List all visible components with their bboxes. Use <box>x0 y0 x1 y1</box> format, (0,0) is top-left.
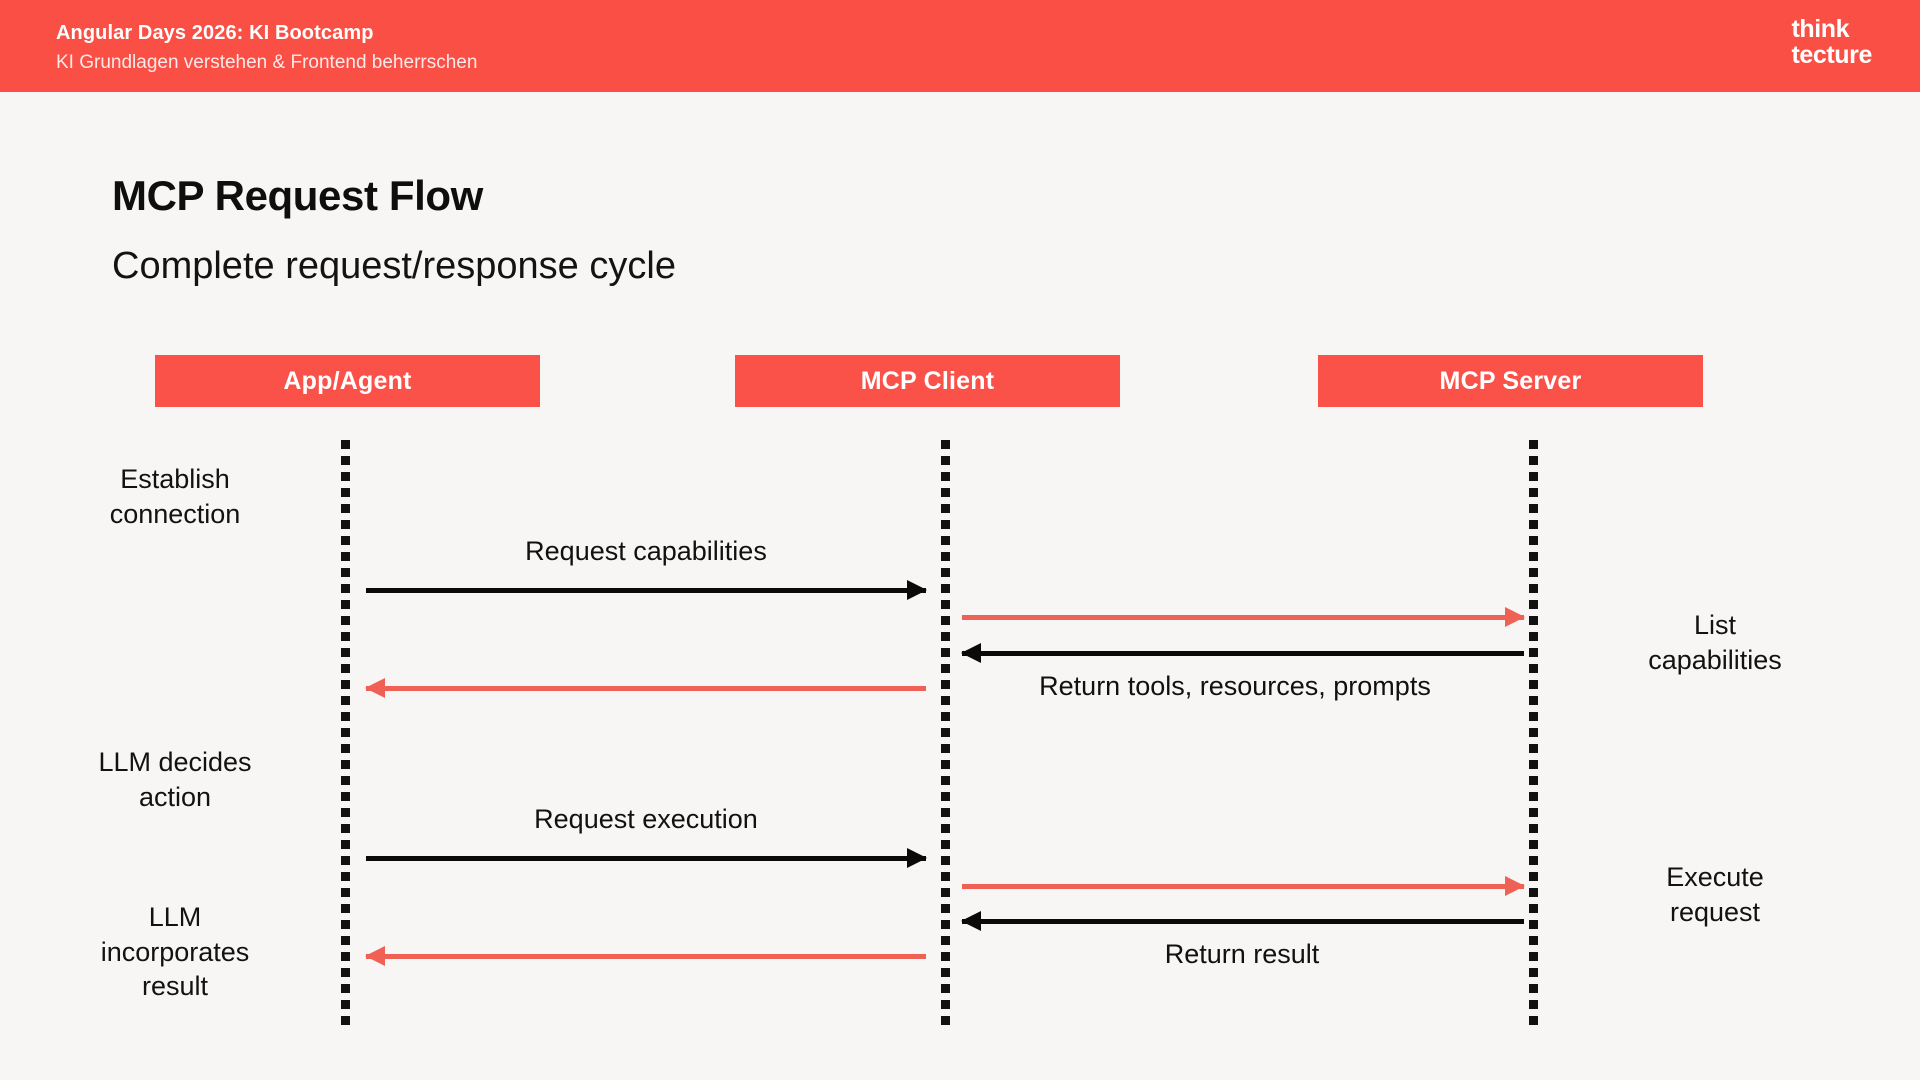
arrow-head-icon <box>961 643 981 663</box>
arrow-shaft <box>366 954 926 959</box>
logo-line-think: think <box>1791 15 1850 43</box>
note-line: action <box>138 781 212 812</box>
header-subtitle: KI Grundlagen verstehen & Frontend beher… <box>56 52 478 73</box>
arrow-head-icon <box>961 911 981 931</box>
arrow-shaft <box>366 686 926 691</box>
note-llm-decides-action: LLM decides action <box>30 745 320 814</box>
note-line: List <box>1693 610 1737 640</box>
logo-line-tecture: tecture <box>1791 40 1872 69</box>
arrow-head-icon <box>365 946 385 966</box>
note-llm-incorporates-result: LLM incorporates result <box>30 900 320 1004</box>
arrow-head-icon <box>907 848 927 868</box>
participant-box-mcp-server: MCP Server <box>1318 355 1703 407</box>
note-line: Execute <box>1666 862 1764 892</box>
arrow-head-icon <box>907 580 927 600</box>
participant-label-app-agent: App/Agent <box>283 366 412 395</box>
header-title: Angular Days 2026: KI Bootcamp <box>56 22 374 44</box>
lifeline-mcp-server <box>1529 440 1538 1028</box>
message-arrow-return-result-to-app <box>365 946 926 966</box>
arrow-shaft <box>962 615 1524 620</box>
message-arrow-request-capabilities <box>366 580 927 600</box>
message-label-request-capabilities: Request capabilities <box>525 536 767 566</box>
lifeline-mcp-client <box>941 440 950 1028</box>
note-line: Establish <box>120 464 230 494</box>
note-line: incorporates <box>100 936 250 967</box>
note-list-capabilities: List capabilities <box>1560 608 1870 677</box>
arrow-head-icon <box>1505 876 1525 896</box>
message-label-request-execution: Request execution <box>534 804 758 834</box>
message-label-return-tools: Return tools, resources, prompts <box>1039 671 1431 701</box>
message-label-return-result: Return result <box>1164 939 1320 969</box>
note-line: connection <box>109 498 241 529</box>
arrow-shaft <box>366 856 926 861</box>
note-establish-connection: Establish connection <box>30 462 320 531</box>
message-arrow-return-result <box>961 911 1524 931</box>
note-line: request <box>1669 896 1761 927</box>
page-subtitle: Complete request/response cycle <box>112 245 676 287</box>
arrow-shaft <box>366 588 926 593</box>
arrow-shaft <box>962 919 1524 924</box>
lifeline-app-agent <box>341 440 350 1028</box>
participant-label-mcp-server: MCP Server <box>1439 366 1582 395</box>
message-arrow-list-capabilities <box>962 607 1525 627</box>
message-arrow-execute-request <box>962 876 1525 896</box>
note-line: LLM decides <box>98 747 252 777</box>
page-title: MCP Request Flow <box>112 172 483 219</box>
arrow-head-icon <box>1505 607 1525 627</box>
arrow-shaft <box>962 651 1524 656</box>
participant-box-app-agent: App/Agent <box>155 355 540 407</box>
note-execute-request: Execute request <box>1560 860 1870 929</box>
arrow-head-icon <box>365 678 385 698</box>
arrow-shaft <box>962 884 1524 889</box>
message-arrow-return-to-app <box>365 678 926 698</box>
thinktecture-logo: think tecture <box>1791 15 1872 69</box>
note-line: capabilities <box>1648 644 1782 675</box>
header-bar: Angular Days 2026: KI Bootcamp KI Grundl… <box>0 0 1920 92</box>
participant-label-mcp-client: MCP Client <box>860 366 995 395</box>
note-line: LLM <box>148 902 202 932</box>
participant-box-mcp-client: MCP Client <box>735 355 1120 407</box>
message-arrow-request-execution <box>366 848 927 868</box>
message-arrow-return-tools <box>961 643 1524 663</box>
note-line: result <box>141 971 209 1002</box>
